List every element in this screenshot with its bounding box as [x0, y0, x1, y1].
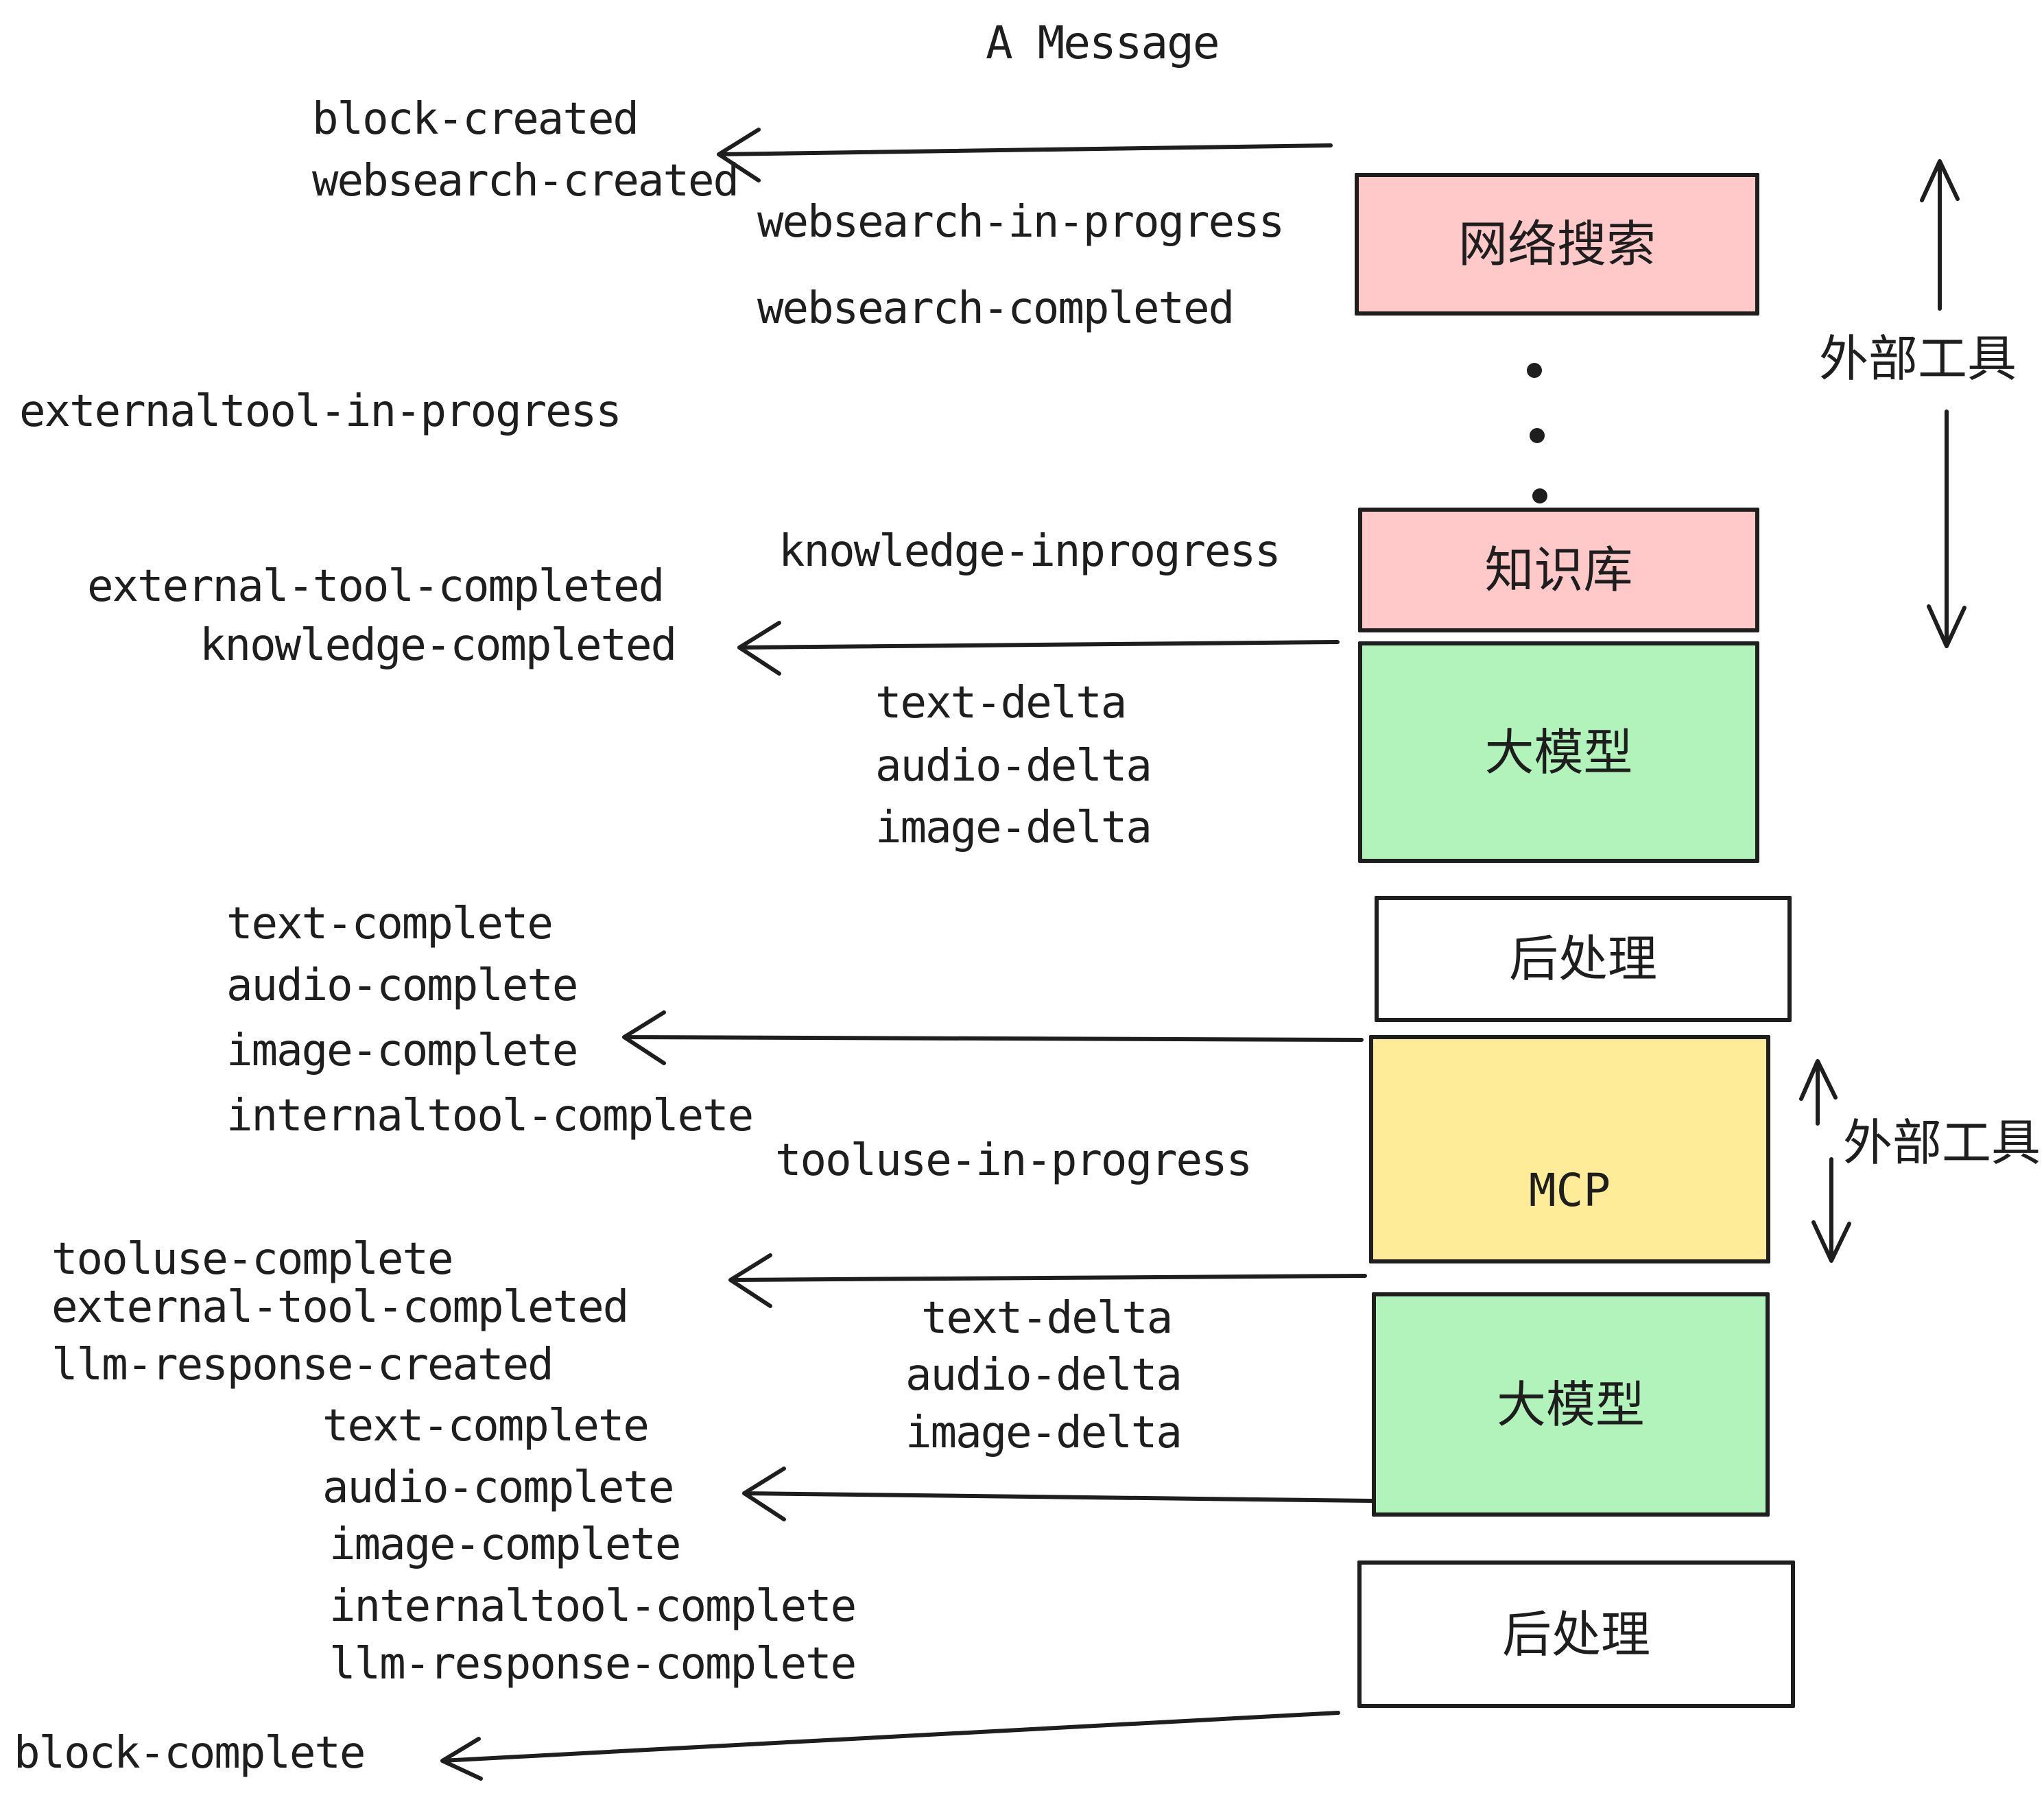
event-label-image-complete-2: image-complete — [329, 1519, 681, 1570]
event-label-block-created: block-created — [312, 94, 639, 145]
box-knowledge: 知识库 — [1358, 508, 1759, 632]
event-label-websearch-completed: websearch-completed — [757, 283, 1235, 334]
event-label-websearch-in-progress: websearch-in-progress — [757, 197, 1285, 248]
arrow-mcp-external-down — [1811, 1157, 1851, 1263]
box-postprocess-2: 后处理 — [1357, 1560, 1795, 1708]
event-label-image-complete-1: image-complete — [226, 1025, 578, 1076]
event-label-internaltool-complete-2: internaltool-complete — [329, 1581, 857, 1632]
arrow-block-complete — [440, 1711, 1340, 1781]
box-postprocess-1: 后处理 — [1375, 896, 1792, 1022]
event-label-image-delta-1: image-delta — [875, 803, 1152, 853]
event-label-text-delta-1: text-delta — [875, 678, 1127, 728]
event-label-tooluse-complete: tooluse-complete — [51, 1234, 453, 1285]
event-label-knowledge-completed: knowledge-completed — [200, 620, 677, 671]
event-label-audio-complete-1: audio-complete — [226, 960, 578, 1011]
event-label-audio-complete-2: audio-complete — [322, 1462, 674, 1513]
vertical-ellipsis-dots — [1527, 363, 1547, 503]
arrow-image-complete — [622, 1010, 1364, 1065]
box-llm-1: 大模型 — [1358, 641, 1759, 863]
box-websearch: 网络搜索 — [1355, 173, 1759, 316]
event-label-tooluse-in-progress: tooluse-in-progress — [775, 1135, 1252, 1186]
arrow-external-tools-down — [1927, 410, 1966, 648]
event-label-text-complete-1: text-complete — [226, 899, 554, 949]
box-llm-1-label: 大模型 — [1484, 723, 1633, 781]
event-label-audio-delta-2: audio-delta — [905, 1350, 1183, 1401]
box-llm-2-label: 大模型 — [1496, 1375, 1645, 1434]
event-label-websearch-created: websearch-created — [312, 156, 739, 206]
arrow-knowledge-completed — [737, 621, 1340, 676]
box-websearch-label: 网络搜索 — [1458, 215, 1656, 273]
event-label-external-tool-completed-1: external-tool-completed — [87, 561, 665, 612]
box-mcp: MCP — [1369, 1035, 1770, 1263]
arrow-mcp-external-up — [1799, 1059, 1838, 1126]
external-tools-label-mcp: 外部工具 — [1843, 1114, 2041, 1172]
event-label-llm-response-complete: llm-response-complete — [329, 1639, 857, 1689]
event-label-llm-response-created: llm-response-created — [51, 1340, 554, 1390]
event-label-externaltool-in-progress: externaltool-in-progress — [19, 386, 622, 437]
box-mcp-label: MCP — [1528, 1163, 1611, 1217]
page-title: A Message — [986, 16, 1220, 69]
event-label-text-delta-2: text-delta — [921, 1293, 1173, 1344]
event-label-text-complete-2: text-complete — [322, 1401, 650, 1451]
box-postprocess-2-label: 后处理 — [1501, 1605, 1650, 1663]
arrow-external-tools-up — [1920, 159, 1960, 311]
event-label-block-complete: block-complete — [14, 1728, 366, 1779]
event-label-audio-delta-1: audio-delta — [875, 741, 1152, 792]
event-label-internaltool-complete-1: internaltool-complete — [226, 1091, 754, 1141]
event-label-knowledge-inprogress: knowledge-inprogress — [779, 526, 1281, 577]
arrow-tooluse-complete — [728, 1253, 1367, 1308]
external-tools-label-top: 外部工具 — [1819, 330, 2017, 388]
box-knowledge-label: 知识库 — [1484, 541, 1633, 599]
event-label-image-delta-2: image-delta — [905, 1408, 1183, 1458]
event-label-external-tool-completed-2: external-tool-completed — [51, 1282, 629, 1333]
arrow-audio-complete — [742, 1467, 1374, 1521]
arrow-block-created — [717, 128, 1333, 182]
box-llm-2: 大模型 — [1372, 1292, 1770, 1517]
box-postprocess-1-label: 后处理 — [1508, 930, 1657, 988]
